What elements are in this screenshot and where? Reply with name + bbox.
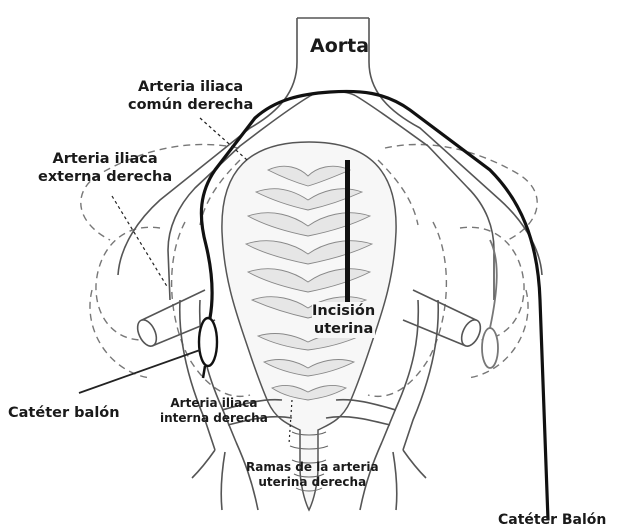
internal-iliac-label-line2: interna derecha bbox=[160, 411, 268, 426]
incision-label-line1: Incisión bbox=[312, 302, 375, 320]
balloon-tip bbox=[203, 366, 205, 378]
external-iliac-label: Arteria iliaca externa derecha bbox=[38, 150, 172, 186]
right-balloon bbox=[482, 328, 498, 368]
right-catheter-label: Catéter Balón bbox=[498, 512, 606, 530]
common-iliac-label-line1: Arteria iliaca bbox=[128, 78, 253, 96]
uterine-branches-label: Ramas de la arteria uterina derecha bbox=[246, 460, 379, 490]
external-iliac-label-line1: Arteria iliaca bbox=[38, 150, 172, 168]
external-iliac-label-line2: externa derecha bbox=[38, 168, 172, 186]
common-iliac-label: Arteria iliaca común derecha bbox=[128, 78, 253, 114]
common-iliac-label-line2: común derecha bbox=[128, 96, 253, 114]
internal-iliac-label-line1: Arteria iliaca bbox=[160, 396, 268, 411]
uterine-incision-line bbox=[345, 160, 350, 312]
left-balloon bbox=[199, 318, 217, 366]
uterine-branches-label-line2: uterina derecha bbox=[246, 475, 379, 490]
left-catheter-label: Catéter balón bbox=[8, 404, 120, 422]
uterine-branches-label-line1: Ramas de la arteria bbox=[246, 460, 379, 475]
incision-label-line2: uterina bbox=[312, 320, 375, 338]
internal-iliac-label: Arteria iliaca interna derecha bbox=[160, 396, 268, 426]
aorta-label: Aorta bbox=[310, 35, 369, 59]
incision-label: Incisión uterina bbox=[312, 302, 375, 338]
